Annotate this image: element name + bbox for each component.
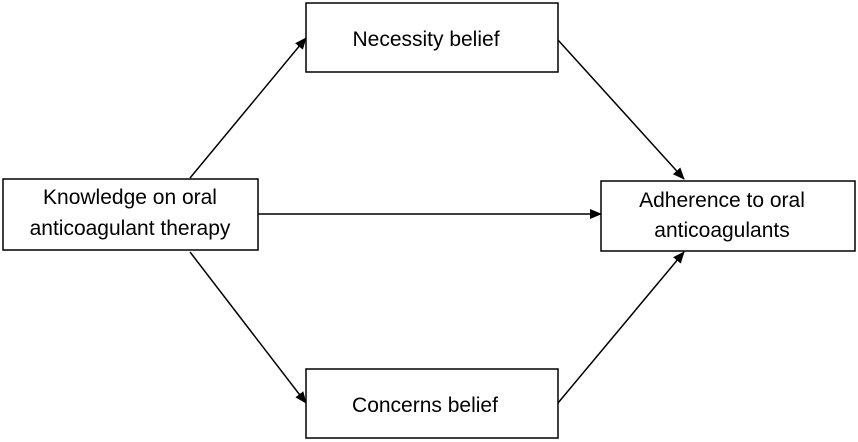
node-knowledge-label-line1: Knowledge on oral	[43, 186, 217, 209]
node-concerns-box	[305, 368, 559, 439]
node-knowledge-box	[2, 178, 259, 251]
node-necessity-box	[305, 2, 559, 73]
node-knowledge: Knowledge on oral anticoagulant therapy	[2, 178, 259, 251]
edge-necessity-to-adherence	[557, 39, 685, 180]
node-adherence-label-line2: anticoagulants	[654, 219, 789, 242]
node-necessity-label: Necessity belief	[352, 28, 499, 51]
node-adherence-box	[600, 180, 856, 252]
node-adherence-label-line1: Adherence to oral	[639, 189, 805, 212]
node-concerns: Concerns belief	[305, 368, 559, 439]
edges	[189, 37, 685, 404]
edge-knowledge-to-necessity	[189, 37, 307, 179]
edge-concerns-to-adherence	[557, 251, 685, 404]
node-necessity: Necessity belief	[305, 2, 559, 73]
node-concerns-label: Concerns belief	[352, 394, 498, 417]
node-adherence: Adherence to oral anticoagulants	[600, 180, 856, 252]
node-knowledge-label-line2: anticoagulant therapy	[30, 217, 231, 240]
edge-knowledge-to-concerns	[189, 251, 307, 404]
